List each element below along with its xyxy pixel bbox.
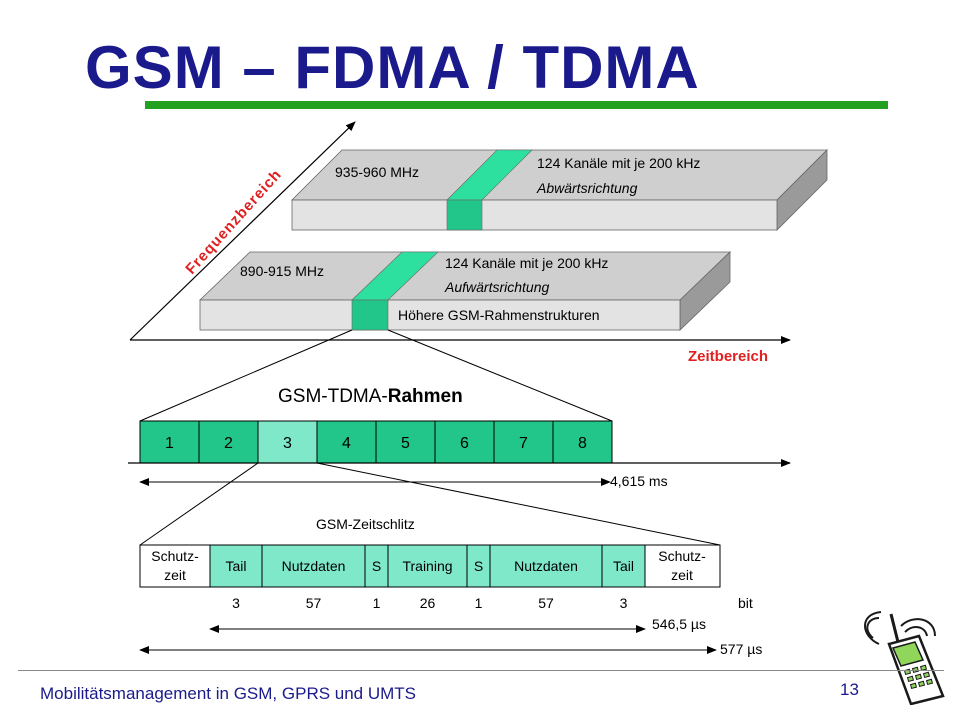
tdma-slot-label: 6 — [460, 435, 469, 452]
guard-time-left — [139, 544, 211, 588]
page-number: 13 — [840, 680, 859, 699]
uplink-direction-label: Aufwärtsrichtung — [444, 279, 549, 295]
downlink-band: 935-960 MHz 124 Kanäle mit je 200 kHz Ab… — [291, 149, 828, 231]
downlink-channels-label: 124 Kanäle mit je 200 kHz — [537, 155, 700, 171]
bit-count: 3 — [620, 595, 628, 611]
uplink-channels-label: 124 Kanäle mit je 200 kHz — [445, 255, 608, 271]
timeslot-title: GSM-Zeitschlitz — [316, 516, 415, 532]
footer-divider — [18, 670, 944, 671]
footer-course-title: Mobilitätsmanagement in GSM, GPRS und UM… — [40, 684, 417, 703]
downlink-band-label: 935-960 MHz — [335, 164, 419, 180]
tdma-slot — [198, 420, 259, 464]
timeslot: Schutz- zeit Schutz- zeit Tail Nutzdaten S… — [139, 544, 721, 588]
tdma-slot-label: 4 — [342, 435, 351, 452]
uplink-channel-front — [351, 299, 389, 331]
uplink-frame-label: Höhere GSM-Rahmenstrukturen — [398, 307, 600, 323]
guard-time-left-line1: Schutz- — [151, 548, 199, 564]
bit-counts: 3 57 1 26 1 57 3 — [232, 595, 628, 611]
uplink-band: 890-915 MHz 124 Kanäle mit je 200 kHz Au… — [199, 251, 731, 331]
bit-count: 26 — [420, 595, 436, 611]
mobile-phone-icon — [864, 611, 945, 705]
frame-duration-label: 4,615 ms — [610, 473, 668, 489]
guard-time-right-line1: Schutz- — [658, 548, 706, 564]
tdma-frame-title: GSM-TDMA-Rahmen — [278, 386, 463, 407]
timeslot-field — [261, 544, 366, 588]
timeslot-field-label: Nutzdaten — [282, 558, 346, 574]
tdma-slot-label: 1 — [165, 435, 174, 452]
tdma-frame: 1 2 3 4 5 6 7 8 — [139, 420, 613, 464]
slot-zoom-line-right — [316, 462, 721, 546]
tdma-slot-label: 2 — [224, 435, 233, 452]
timeslot-field-label: Training — [402, 558, 452, 574]
timeslot-field-label: Tail — [613, 558, 634, 574]
tdma-slot-label: 3 — [283, 435, 292, 452]
tdma-slot-label: 7 — [519, 435, 528, 452]
downlink-direction-label: Abwärtsrichtung — [536, 180, 638, 196]
page-title: GSM – FDMA / TDMA — [85, 34, 700, 101]
guard-time-right — [644, 544, 721, 588]
time-axis-label: Zeitbereich — [688, 348, 768, 365]
tdma-slot — [316, 420, 377, 464]
zoom-line-left — [139, 329, 353, 422]
timeslot-field — [209, 544, 263, 588]
timeslot-field-label: S — [372, 558, 381, 574]
tdma-slot-label: 5 — [401, 435, 410, 452]
uplink-band-label: 890-915 MHz — [240, 263, 324, 279]
bit-count: 57 — [306, 595, 322, 611]
bit-unit-label: bit — [738, 595, 753, 611]
tdma-slot-label: 8 — [578, 435, 587, 452]
frequency-axis — [129, 121, 356, 341]
timeslot-field-label: Tail — [225, 558, 246, 574]
bit-count: 1 — [475, 595, 483, 611]
slot-zoom-line-left — [139, 462, 259, 546]
zoom-line-right — [387, 329, 613, 422]
guard-time-left-line2: zeit — [164, 567, 186, 583]
burst-duration-label: 546,5 µs — [652, 616, 706, 632]
title-underline — [145, 101, 888, 109]
bit-count: 3 — [232, 595, 240, 611]
timeslot-field-label: Nutzdaten — [514, 558, 578, 574]
downlink-channel-front — [446, 199, 483, 231]
guard-time-right-line2: zeit — [671, 567, 693, 583]
bit-count: 57 — [538, 595, 554, 611]
timeslot-field — [601, 544, 646, 588]
slot-duration-label: 577 µs — [720, 641, 762, 657]
bit-count: 1 — [373, 595, 381, 611]
timeslot-field-label: S — [474, 558, 483, 574]
tdma-slot — [552, 420, 613, 464]
tdma-slot — [434, 420, 495, 464]
